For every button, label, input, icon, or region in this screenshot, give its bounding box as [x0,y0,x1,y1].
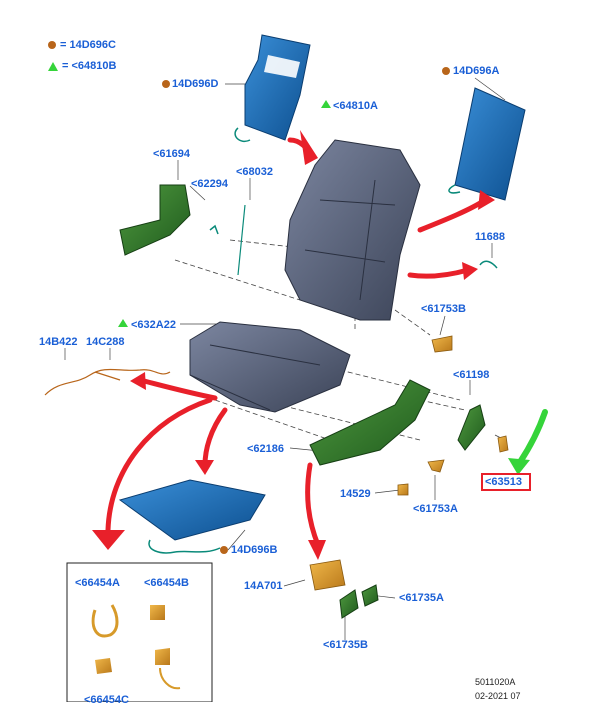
label-61694: <61694 [153,148,191,160]
red-arrows [105,137,488,548]
circle-legend-icon [48,41,56,50]
label-14D696A: 14D696A [453,65,500,77]
label-14C288: 14C288 [86,336,125,348]
red-arrowheads [92,130,495,560]
label-64810A: <64810A [333,100,378,112]
green-pointer-arrow [508,409,548,475]
wire-harness [44,368,171,396]
label-61735A: <61735A [399,592,444,604]
label-63513: <63513 [485,476,523,488]
label-62186: <62186 [247,443,285,455]
triangle-marker [321,100,331,108]
circle-marker [442,67,450,75]
label-66454B: <66454B [144,577,189,589]
footer-ref: 5011020A [475,677,516,687]
legend-triangle: = <64810B [48,60,116,72]
label-14D696D: 14D696D [172,78,219,90]
label-14529: 14529 [340,488,371,500]
highlight-box-63513 [481,473,531,491]
triangle-marker [118,319,128,327]
inset-parts [91,604,181,690]
triangle-legend-icon [48,61,58,71]
legend-triangle-text: = <64810B [62,60,117,72]
leader-lines [64,77,506,640]
label-66454C: <66454C [84,694,129,706]
label-61735B: <61735B [323,639,368,651]
footer-date: 02-2021 07 [475,691,521,701]
label-62294: <62294 [191,178,229,190]
legend-circle: = 14D696C [48,39,116,51]
green-parts [119,184,486,619]
legend-circle-text: = 14D696C [60,39,116,51]
circle-marker [162,80,170,88]
label-14A701: 14A701 [244,580,283,592]
cover-14D696B [118,479,266,554]
label-14D696B: 14D696B [231,544,278,556]
inset-box [66,562,213,702]
label-61753A: <61753A [413,503,458,515]
label-14B422: 14B422 [39,336,78,348]
label-68032: <68032 [236,166,274,178]
clip-11688 [479,260,498,269]
circle-marker [220,546,228,554]
label-66454A: <66454A [75,577,120,589]
cover-14D696D [234,34,311,142]
orange-parts [209,224,509,591]
cable-68032 [237,204,246,276]
seat-cushion [189,321,351,413]
label-11688: 11688 [475,231,505,243]
seatback-cushion [284,139,421,321]
cover-14D696A [448,87,526,201]
label-61753B: <61753B [421,303,466,315]
label-61198: <61198 [453,369,490,381]
label-632A22: <632A22 [131,319,176,331]
